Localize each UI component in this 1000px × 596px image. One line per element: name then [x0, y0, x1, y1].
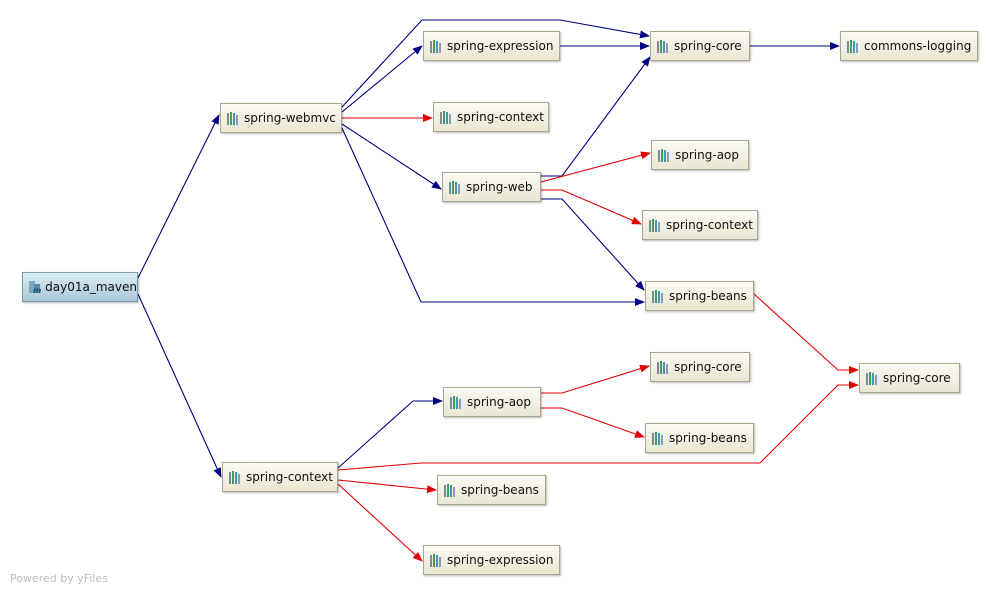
node-web[interactable]: spring-web — [442, 172, 541, 202]
library-icon — [430, 39, 442, 53]
node-expr2[interactable]: spring-expression — [423, 545, 560, 575]
library-icon — [657, 39, 669, 53]
edge-aop2-to-core3 — [541, 364, 650, 394]
node-beans1[interactable]: spring-beans — [645, 281, 754, 311]
library-icon — [440, 110, 452, 124]
node-aop2[interactable]: spring-aop — [443, 387, 541, 417]
edge-beans1-to-core2 — [753, 293, 859, 374]
library-icon — [866, 371, 878, 385]
library-icon — [649, 218, 661, 232]
node-label: spring-core — [674, 39, 742, 53]
library-icon — [652, 431, 664, 445]
edge-web-to-beans1 — [541, 198, 645, 291]
library-icon — [847, 39, 859, 53]
node-label: spring-beans — [669, 289, 747, 303]
node-aop1[interactable]: spring-aop — [651, 140, 749, 170]
node-clog[interactable]: commons-logging — [840, 31, 978, 61]
edge-root-to-ctx_main — [137, 293, 222, 478]
node-beans2[interactable]: spring-beans — [645, 423, 754, 453]
edge-ctx_main-to-core2 — [337, 381, 859, 471]
edge-root-to-webmvc — [137, 114, 220, 279]
node-label: spring-core — [674, 360, 742, 374]
edge-webmvc-to-web — [341, 123, 442, 190]
library-icon — [449, 180, 461, 194]
node-label: spring-core — [883, 371, 951, 385]
node-root[interactable]: m day01a_maven — [22, 272, 138, 302]
edge-aop2-to-beans2 — [541, 407, 645, 438]
library-icon — [652, 289, 664, 303]
edge-ctx_main-to-aop2 — [337, 397, 443, 469]
node-label: spring-expression — [447, 553, 554, 567]
edge-web-to-aop1 — [540, 151, 651, 183]
node-label: spring-beans — [669, 431, 747, 445]
edge-webmvc-to-expr1 — [341, 45, 423, 113]
library-icon — [450, 395, 462, 409]
library-icon — [444, 483, 456, 497]
node-ctx_main[interactable]: spring-context — [222, 462, 338, 492]
node-webmvc[interactable]: spring-webmvc — [220, 103, 342, 133]
powered-by-footer: Powered by yFiles — [10, 572, 108, 585]
node-label: spring-webmvc — [244, 111, 336, 125]
node-label: spring-web — [466, 180, 533, 194]
node-beans3[interactable]: spring-beans — [437, 475, 546, 505]
edge-ctx_main-to-expr2 — [337, 483, 423, 562]
library-icon — [658, 148, 670, 162]
edge-ctx_main-to-beans3 — [337, 479, 437, 494]
node-label: commons-logging — [864, 39, 972, 53]
node-core2[interactable]: spring-core — [859, 363, 960, 393]
edge-webmvc-to-core1 — [341, 19, 650, 108]
node-ctx2[interactable]: spring-context — [642, 210, 758, 240]
maven-module-icon: m — [29, 280, 41, 295]
node-ctx1[interactable]: spring-context — [433, 102, 549, 132]
edge-web-to-ctx2 — [541, 189, 642, 225]
node-label: spring-context — [666, 218, 753, 232]
node-core1[interactable]: spring-core — [650, 31, 750, 61]
library-icon — [227, 111, 239, 125]
node-label: spring-aop — [675, 148, 740, 162]
node-core3[interactable]: spring-core — [650, 352, 750, 382]
node-label: spring-context — [457, 110, 544, 124]
library-icon — [430, 553, 442, 567]
node-label: spring-aop — [467, 395, 532, 409]
edge-webmvc-to-beans1 — [341, 127, 645, 306]
node-expr1[interactable]: spring-expression — [423, 31, 560, 61]
edge-web-to-core1 — [541, 56, 651, 177]
node-label: spring-beans — [461, 483, 539, 497]
node-label: spring-context — [246, 470, 333, 484]
library-icon — [657, 360, 669, 374]
library-icon — [229, 470, 241, 484]
node-label: spring-expression — [447, 39, 554, 53]
node-label: day01a_maven — [45, 280, 137, 294]
